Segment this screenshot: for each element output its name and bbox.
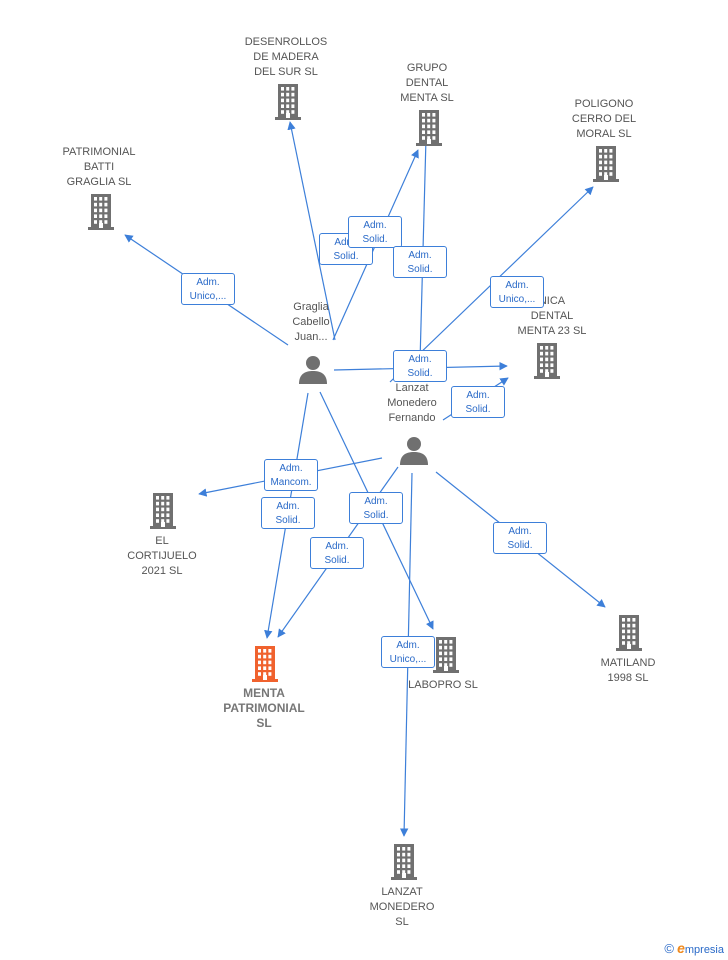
- edge-label-5[interactable]: Adm. Solid.: [261, 497, 315, 529]
- building-icon: [616, 615, 642, 651]
- node-grupo[interactable]: [414, 110, 444, 151]
- node-lanzat_sl[interactable]: [389, 844, 419, 885]
- building-icon: [252, 646, 278, 682]
- edge-label-7[interactable]: Adm. Mancom.: [264, 459, 318, 491]
- node-label-labopro: LABOPRO SL: [408, 679, 478, 691]
- edge-label-3[interactable]: Adm. Solid.: [393, 246, 447, 278]
- person-icon: [400, 437, 428, 465]
- building-icon: [433, 637, 459, 673]
- person-icon: [299, 356, 327, 384]
- node-clinica[interactable]: [532, 343, 562, 384]
- node-label-lanzat_p: Lanzat Monedero Fernando: [387, 382, 437, 424]
- edge-line-1: [287, 121, 336, 341]
- edge-label-2[interactable]: Adm. Solid.: [348, 216, 402, 248]
- node-desenrollos[interactable]: [273, 84, 303, 125]
- edge-label-12[interactable]: Adm. Unico,...: [490, 276, 544, 308]
- node-label-patrimonial: PATRIMONIAL BATTI GRAGLIA SL: [62, 146, 136, 188]
- edge-label-11[interactable]: Adm. Solid.: [451, 386, 505, 418]
- node-label-matiland: MATILAND 1998 SL: [600, 657, 656, 684]
- building-icon: [593, 146, 619, 182]
- brand-name: mpresia: [684, 944, 724, 956]
- edge-label-9[interactable]: Adm. Unico,...: [381, 636, 435, 668]
- node-labopro[interactable]: [431, 637, 461, 678]
- node-label-cortijuelo: EL CORTIJUELO 2021 SL: [127, 535, 197, 577]
- node-patrimonial[interactable]: [86, 194, 116, 235]
- building-icon: [88, 194, 114, 230]
- building-icon: [275, 84, 301, 120]
- node-label-graglia: Graglia Cabello Juan...: [292, 301, 330, 343]
- node-matiland[interactable]: [614, 615, 644, 656]
- copyright-icon: ©: [664, 941, 675, 956]
- node-label-grupo: GRUPO DENTAL MENTA SL: [400, 62, 454, 104]
- building-icon: [416, 110, 442, 146]
- node-graglia[interactable]: [298, 355, 328, 390]
- node-lanzat_p[interactable]: [399, 436, 429, 471]
- edge-label-6[interactable]: Adm. Solid.: [349, 492, 403, 524]
- node-poligono[interactable]: [591, 146, 621, 187]
- edge-label-4[interactable]: Adm. Solid.: [393, 350, 447, 382]
- node-cortijuelo[interactable]: [148, 493, 178, 534]
- edge-label-0[interactable]: Adm. Unico,...: [181, 273, 235, 305]
- brand-footer: © empresia: [664, 940, 724, 956]
- building-icon: [150, 493, 176, 529]
- building-icon: [391, 844, 417, 880]
- edge-label-10[interactable]: Adm. Solid.: [493, 522, 547, 554]
- node-label-lanzat_sl: LANZAT MONEDERO SL: [369, 886, 435, 928]
- brand-logo-e: e: [677, 940, 685, 956]
- node-menta[interactable]: [250, 646, 280, 687]
- node-label-menta: MENTA PATRIMONIAL SL: [223, 686, 305, 730]
- node-label-desenrollos: DESENROLLOS DE MADERA DEL SUR SL: [244, 36, 328, 78]
- node-label-poligono: POLIGONO CERRO DEL MORAL SL: [571, 98, 637, 140]
- edge-label-8[interactable]: Adm. Solid.: [310, 537, 364, 569]
- node-label-clinica: NICA DENTAL MENTA 23 SL: [517, 295, 587, 337]
- building-icon: [534, 343, 560, 379]
